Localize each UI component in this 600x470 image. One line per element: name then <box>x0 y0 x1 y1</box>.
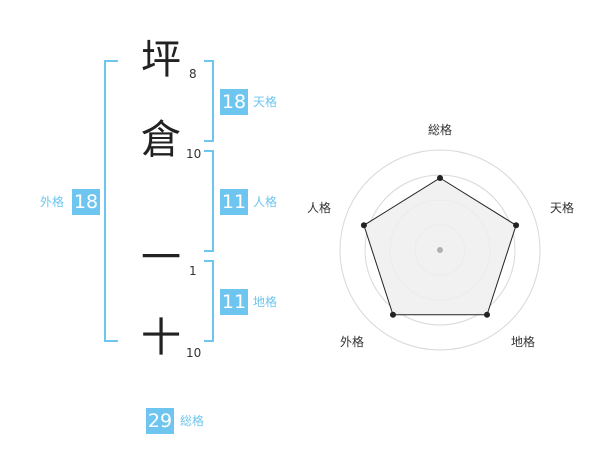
radar-axis-label-soukaku: 総格 <box>428 123 453 137</box>
radar-point-3 <box>484 311 491 318</box>
radar-point-1 <box>437 175 443 181</box>
jinkaku-score: 11 <box>220 189 248 215</box>
gaikaku-score: 18 <box>72 189 100 215</box>
stroke-count-4: 10 <box>186 346 202 360</box>
radar-point-2 <box>513 222 520 229</box>
radar-axis-label-chikaku: 地格 <box>511 335 536 349</box>
gaikaku-bracket <box>104 60 118 342</box>
tenkaku-bracket <box>204 60 214 142</box>
stroke-count-1: 8 <box>189 67 197 81</box>
chikaku-score: 11 <box>220 289 248 315</box>
name-char-4: 十 <box>141 315 181 361</box>
name-char-1: 坪 <box>141 37 181 83</box>
name-char-2: 倉 <box>141 117 181 163</box>
gaikaku-label: 外格 <box>40 195 65 209</box>
stroke-count-2: 10 <box>186 147 202 161</box>
radar-ring <box>339 149 541 351</box>
stroke-count-3: 1 <box>189 264 197 278</box>
name-char-3: 一 <box>141 235 181 281</box>
radar-point-5 <box>360 222 367 229</box>
radar-point-4 <box>389 311 396 318</box>
chikaku-bracket <box>204 260 214 342</box>
tenkaku-score: 18 <box>220 89 248 115</box>
jinkaku-label: 人格 <box>253 195 278 209</box>
chikaku-label: 地格 <box>253 295 278 309</box>
fortune-radar-chart <box>339 149 541 351</box>
soukaku-score: 29 <box>146 408 174 434</box>
jinkaku-bracket <box>204 150 214 252</box>
radar-axis-label-jinkaku: 人格 <box>307 201 332 215</box>
tenkaku-label: 天格 <box>253 95 278 109</box>
radar-center-dot <box>437 247 443 253</box>
radar-value-polygon <box>363 177 517 316</box>
radar-axis-label-gaikaku: 外格 <box>340 335 365 349</box>
radar-axis-label-tenkaku: 天格 <box>550 201 575 215</box>
soukaku-label: 総格 <box>180 414 205 428</box>
